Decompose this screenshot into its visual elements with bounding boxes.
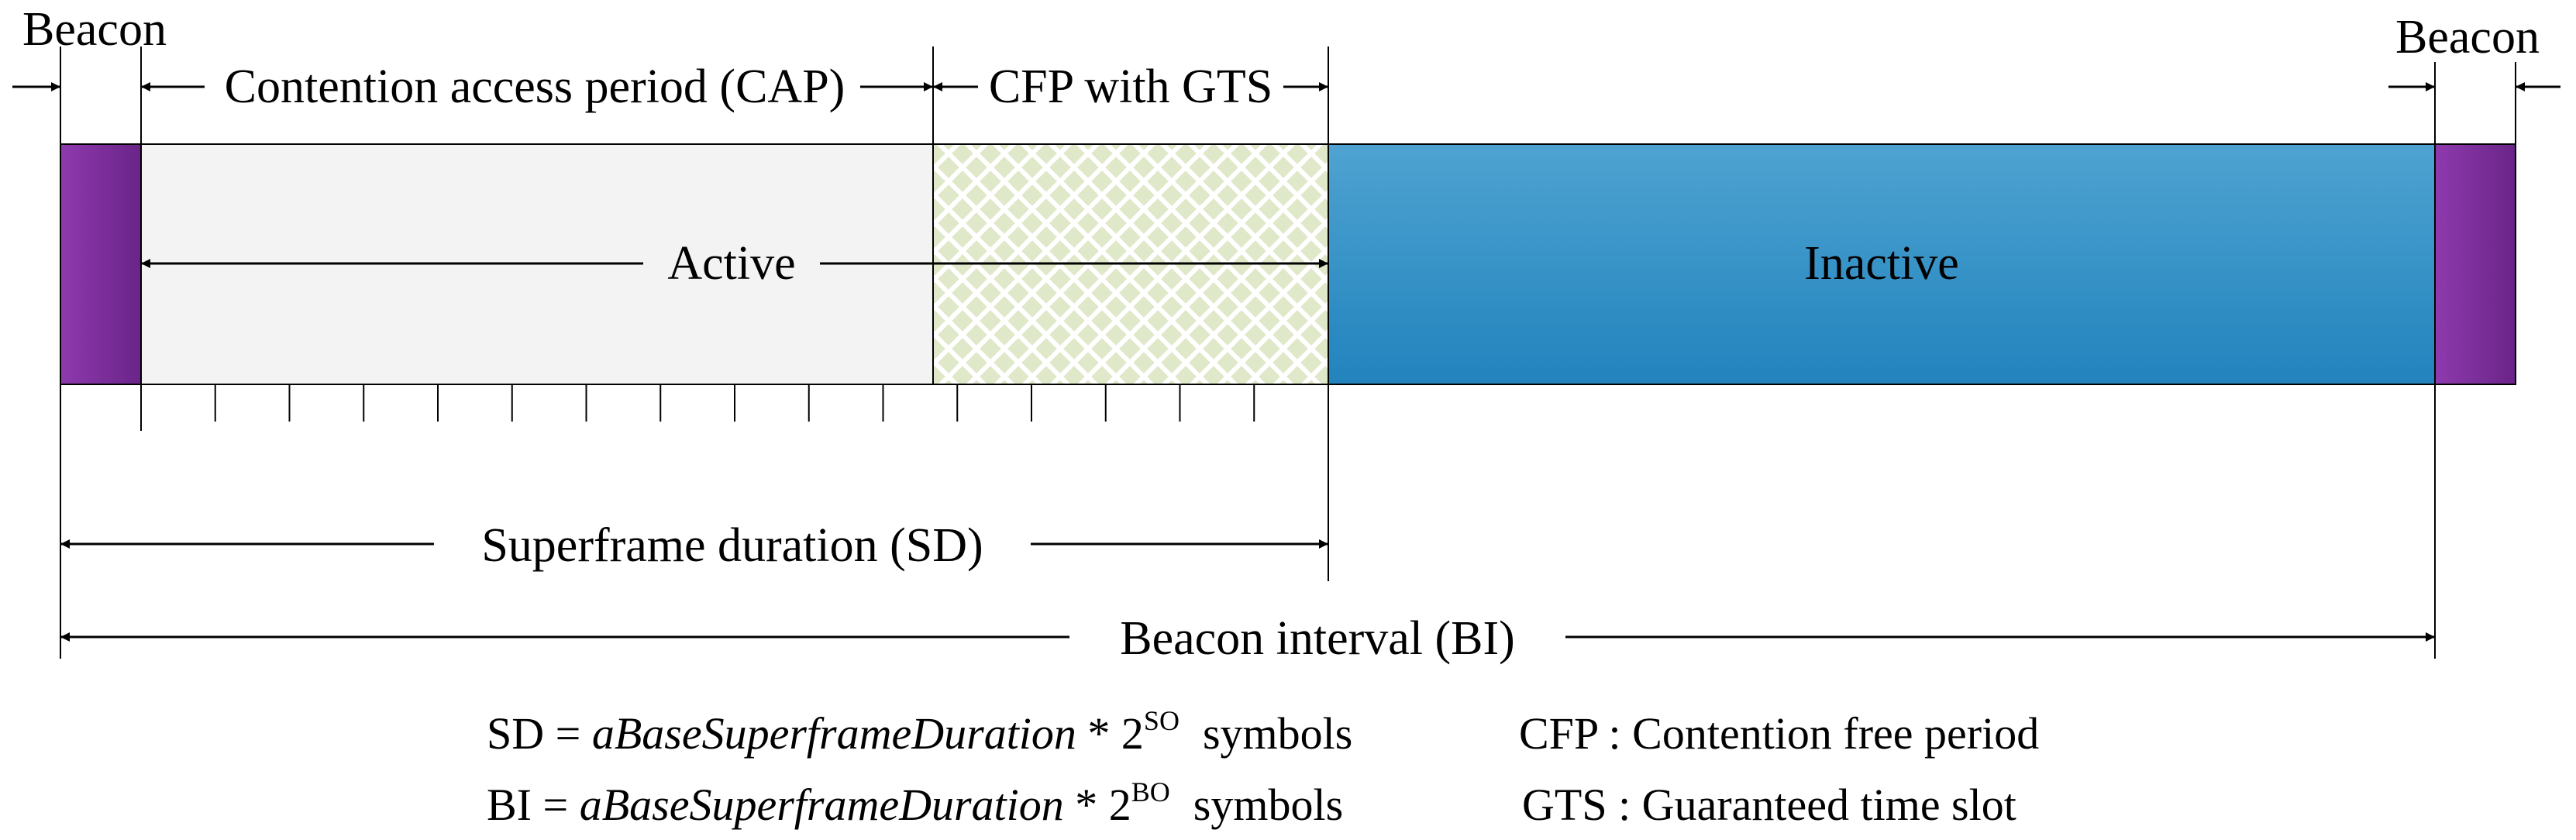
cfp-label: CFP with GTS [989,60,1273,113]
beacon-label-right: Beacon [2395,11,2540,64]
cfp-definition: CFP : Contention free period [1519,708,2039,759]
inactive-label: Inactive [1804,237,1959,290]
cap-label: Contention access period (CAP) [225,60,845,113]
active-label: Active [667,237,795,290]
sd-label: Superframe duration (SD) [481,519,983,572]
bi-label: Beacon interval (BI) [1120,612,1515,665]
beacon-slot-left [60,143,142,385]
beacon-label-left: Beacon [22,3,167,56]
beacon-slot-right [2434,143,2516,385]
inactive-segment [1328,143,2436,385]
extension-lines [60,46,2516,659]
slot-ticks [140,384,1329,431]
gts-definition: GTS : Guaranteed time slot [1522,780,2016,830]
